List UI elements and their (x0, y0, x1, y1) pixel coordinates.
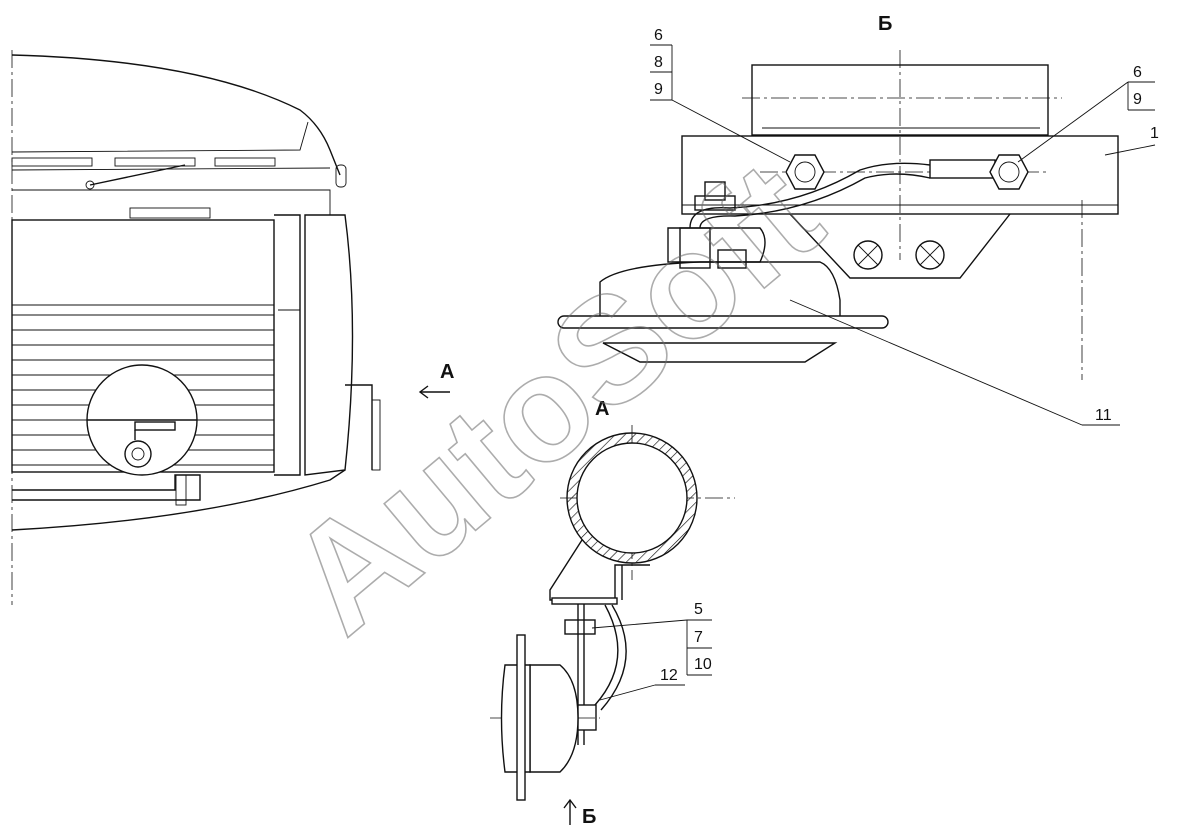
callout-9-right: 9 (1133, 91, 1142, 108)
callout-11: 11 (1095, 407, 1112, 424)
callout-9-left: 9 (654, 81, 663, 98)
view-a-arrow: А (418, 361, 454, 399)
callout-lower-stack: 5 7 10 (591, 601, 712, 676)
view-b-assembly (557, 50, 1119, 380)
callout-8-left: 8 (654, 54, 663, 71)
callout-upper-right: 6 9 (1017, 64, 1155, 163)
callout-upper-left: 6 8 9 (650, 27, 791, 163)
section-a-assembly (490, 425, 735, 801)
vehicle-front-view (11, 50, 381, 605)
view-b-arrow-label: Б (582, 806, 596, 828)
callout-part-1: 1 (1104, 125, 1159, 156)
view-a-arrow-label: А (440, 361, 454, 383)
view-b-title: Б (878, 13, 892, 35)
callout-6-left: 6 (654, 27, 663, 44)
callout-7: 7 (694, 629, 703, 646)
section-a-label: А (595, 398, 609, 420)
callout-1: 1 (1150, 125, 1159, 142)
callout-5: 5 (694, 601, 703, 618)
callout-part-12: 12 (599, 667, 685, 701)
callout-12: 12 (660, 667, 678, 684)
callout-10: 10 (694, 656, 712, 673)
callout-6-right: 6 (1133, 64, 1142, 81)
view-b-arrow: Б (563, 798, 596, 828)
callout-part-11: 11 (789, 299, 1120, 426)
